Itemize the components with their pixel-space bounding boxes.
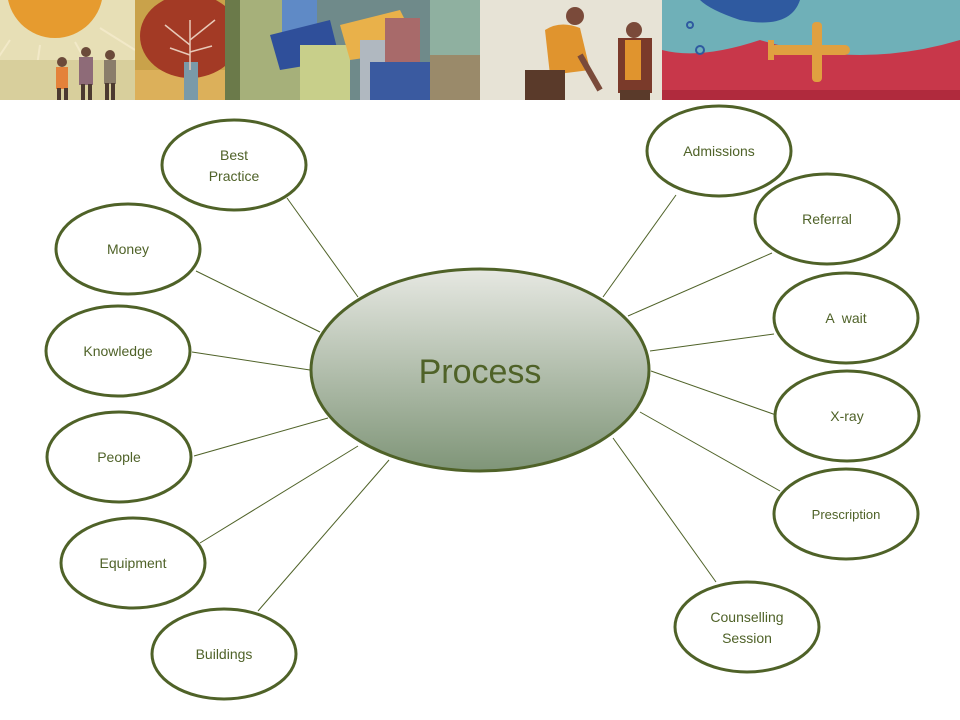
connector-prescription [639, 411, 781, 492]
node-buildings: Buildings [150, 607, 298, 701]
node-prescription: Prescription [772, 467, 920, 561]
node-label: Session [722, 630, 772, 646]
node-label: People [97, 449, 141, 465]
node-label: Money [107, 241, 149, 257]
node-label: Counselling [710, 609, 783, 625]
node-label: A wait [825, 310, 866, 326]
node-label: X-ray [830, 408, 863, 424]
node-people: People [45, 410, 193, 504]
node-label: Best [220, 147, 248, 163]
node-label: Admissions [683, 143, 755, 159]
node-label: Referral [802, 211, 852, 227]
node-label: Buildings [196, 646, 253, 662]
node-label: Practice [209, 168, 260, 184]
node-best-practice: Best Practice [160, 118, 308, 212]
connector-buildings [257, 459, 390, 612]
connector-money [195, 270, 321, 333]
center-label: Process [419, 353, 542, 391]
center-node-process: Process [309, 267, 651, 473]
connector-best-practice [286, 197, 359, 298]
node-knowledge: Knowledge [44, 304, 192, 398]
connector-equipment [199, 445, 359, 544]
connector-lines [191, 194, 781, 612]
connector-counselling [612, 437, 717, 583]
connector-referral [627, 252, 773, 317]
node-referral: Referral [753, 172, 901, 266]
connector-people [193, 417, 329, 457]
node-label: Equipment [100, 555, 167, 571]
banner-illustration [0, 0, 960, 100]
node-label: Knowledge [83, 343, 152, 359]
connector-knowledge [191, 351, 311, 371]
node-counselling-session: Counselling Session [673, 580, 821, 674]
connector-xray [650, 370, 777, 416]
connector-await [649, 333, 775, 352]
node-label: Prescription [812, 507, 881, 522]
node-xray: X-ray [773, 369, 921, 463]
node-await: A wait [772, 271, 920, 365]
connector-admissions [602, 194, 677, 298]
node-money: Money [54, 202, 202, 296]
node-admissions: Admissions [645, 104, 793, 198]
node-equipment: Equipment [59, 516, 207, 610]
